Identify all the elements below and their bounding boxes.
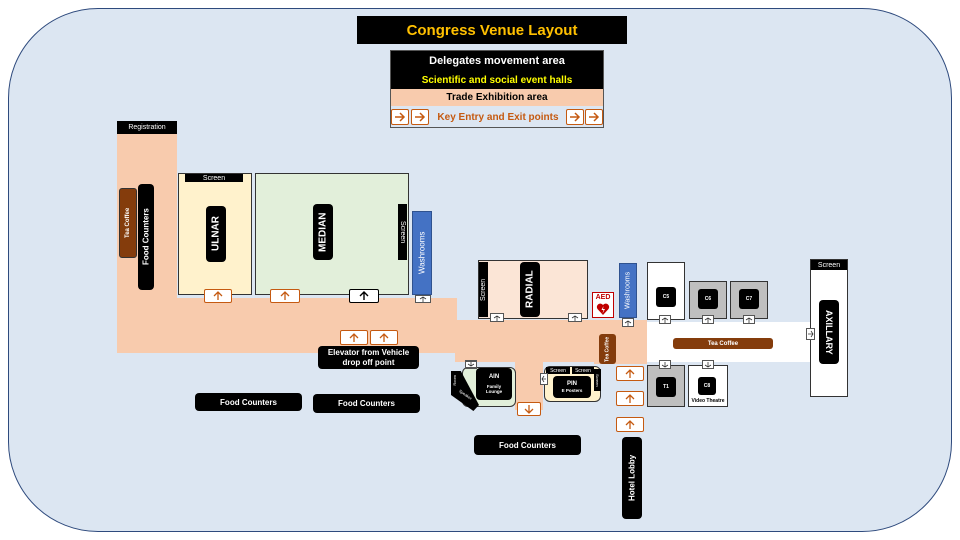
aed-label: AED — [595, 294, 611, 301]
ain-room-speaker — [451, 371, 479, 411]
room-c7-label: C7 — [739, 289, 759, 309]
food-counters-bottom-mid: Food Counters — [313, 394, 420, 413]
room-c5-label: C5 — [656, 287, 676, 307]
tea-coffee-center: Tea Coffee — [599, 334, 616, 364]
ain-card: AIN Family Lounge — [476, 368, 512, 400]
elevator-label: Elevator from Vehicle drop off point — [318, 346, 419, 369]
legend-entry-label: Key Entry and Exit points — [437, 111, 559, 123]
elevator-arrow-icon — [370, 330, 398, 345]
ulnar-screen: Screen — [185, 174, 243, 182]
median-entry-arrow-icon — [270, 289, 300, 303]
median-screen: Screen — [398, 204, 407, 260]
ain-room-tag: Room — [452, 375, 457, 386]
legend-trade: Trade Exhibition area — [391, 89, 603, 106]
room-c6-label: C6 — [698, 289, 718, 309]
pin-label: PIN — [566, 381, 577, 387]
food-counters-left: Food Counters — [138, 184, 154, 290]
lobby-entry-arrow-icon — [616, 391, 644, 406]
trade-area-branch — [515, 360, 543, 410]
branch-exit-arrow-icon — [517, 402, 541, 416]
median-main-arrow-icon — [349, 289, 379, 303]
food-counters-bottom-left: Food Counters — [195, 393, 302, 411]
washrooms-right-door-icon — [622, 318, 634, 327]
legend-entry-arrow-icon — [411, 109, 429, 125]
hotel-lobby: Hotel Lobby — [622, 437, 642, 519]
family-lounge-label: Family Lounge — [485, 384, 503, 394]
lobby-entry-arrow-icon — [616, 366, 644, 381]
median-label: MEDIAN — [313, 204, 333, 260]
room-c6-door-icon — [702, 315, 714, 324]
room-c7-door-icon — [743, 315, 755, 324]
washrooms-left: Washrooms — [412, 211, 432, 295]
ain-label: AIN — [488, 374, 500, 380]
radial-door-icon — [490, 313, 504, 322]
legend-entry-row: Key Entry and Exit points — [391, 106, 603, 128]
e-posters-label: E Posters — [561, 388, 583, 393]
axillary-door-icon — [806, 328, 815, 340]
legend-entry-arrow-icon — [566, 109, 584, 125]
lobby-entry-arrow-icon — [616, 417, 644, 432]
aed-box: AED — [592, 292, 614, 318]
legend-entry-arrow-icon — [585, 109, 603, 125]
axillary-label: AXILLARY — [819, 300, 839, 364]
room-t1-label: T1 — [656, 377, 676, 397]
washrooms-right: Washrooms — [619, 263, 637, 318]
video-theatre-label: Video Theatre — [691, 398, 725, 404]
pin-card: PIN E Posters — [553, 376, 591, 398]
washrooms-left-door-icon — [415, 295, 431, 303]
axillary-screen: Screen — [811, 260, 847, 270]
room-c8-door-icon — [702, 360, 714, 369]
legend: Delegates movement area Scientific and s… — [390, 50, 604, 128]
radial-corridor-door-icon — [465, 361, 477, 368]
room-c5-door-icon — [659, 315, 671, 324]
room-c8-label: C8 — [698, 377, 716, 395]
ulnar-entry-arrow-icon — [204, 289, 232, 303]
tea-coffee-right: Tea Coffee — [673, 338, 773, 349]
elevator-arrow-icon — [340, 330, 368, 345]
registration-label: Registration — [117, 121, 177, 134]
pin-screen-side: Screen — [594, 369, 601, 391]
heart-icon — [596, 302, 610, 316]
radial-screen: Screen — [479, 262, 488, 317]
food-counters-bottom-right: Food Counters — [474, 435, 581, 455]
ulnar-label: ULNAR — [206, 206, 226, 262]
room-t1-door-icon — [659, 360, 671, 369]
pin-door-icon — [540, 373, 548, 385]
trade-area-corridor — [117, 298, 457, 353]
page-title: Congress Venue Layout — [357, 16, 627, 44]
radial-label: RADIAL — [520, 262, 540, 317]
legend-entry-arrow-icon — [391, 109, 409, 125]
pin-screen-right: Screen — [572, 367, 594, 374]
radial-door-icon — [568, 313, 582, 322]
pin-screen-left: Screen — [546, 367, 570, 374]
legend-delegates: Delegates movement area — [391, 51, 603, 71]
legend-halls: Scientific and social event halls — [391, 71, 603, 89]
tea-coffee-left: Tea Coffee — [119, 188, 137, 258]
